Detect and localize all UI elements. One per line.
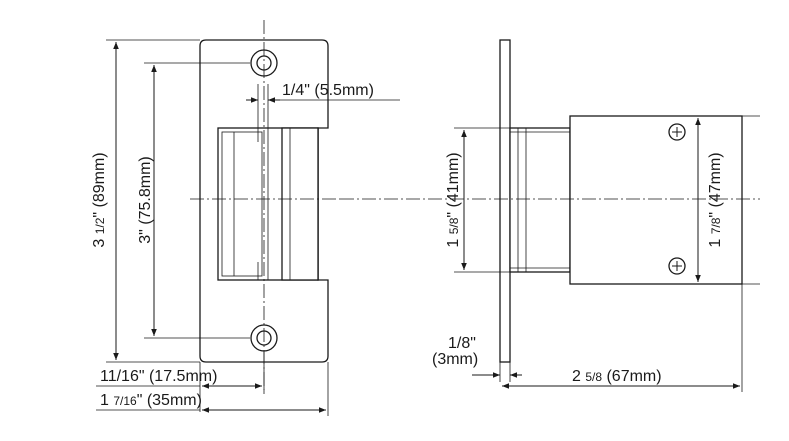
keeper-height-label: 1 5/8" (41mm) <box>445 152 462 247</box>
strike-body <box>569 115 743 285</box>
plate-thickness-label-1: 1/8" <box>448 335 476 352</box>
slot-offset-label: 1/4" (5.5mm) <box>282 82 374 99</box>
faceplate-edge <box>499 39 511 363</box>
hole-from-edge-label: 11/16" (17.5mm) <box>100 368 217 385</box>
faceplate-height-label: 3 1/2" (89mm) <box>91 152 108 247</box>
keeper-inner <box>221 131 263 277</box>
keeper-jaw <box>281 127 319 281</box>
faceplate-width-label: 1 7/16" (35mm) <box>100 392 202 409</box>
hole-spacing-label: 3" (75.8mm) <box>137 156 154 243</box>
keeper-side <box>509 127 571 273</box>
screw-bottom-icon <box>668 257 686 275</box>
body-depth-label: 2 5/8 (67mm) <box>572 368 662 385</box>
body-height-label: 1 7/8" (47mm) <box>707 152 724 247</box>
side-view: 1 5/8" (41mm) 1 7/8" (47mm) 1/8" (3mm) 2… <box>340 39 760 392</box>
plate-thickness-label-2: (3mm) <box>432 351 478 368</box>
screw-top-icon <box>668 123 686 141</box>
front-view: 3 1/2" (89mm) 3" (75.8mm) 1/4" (5.5mm) 1… <box>91 20 400 416</box>
